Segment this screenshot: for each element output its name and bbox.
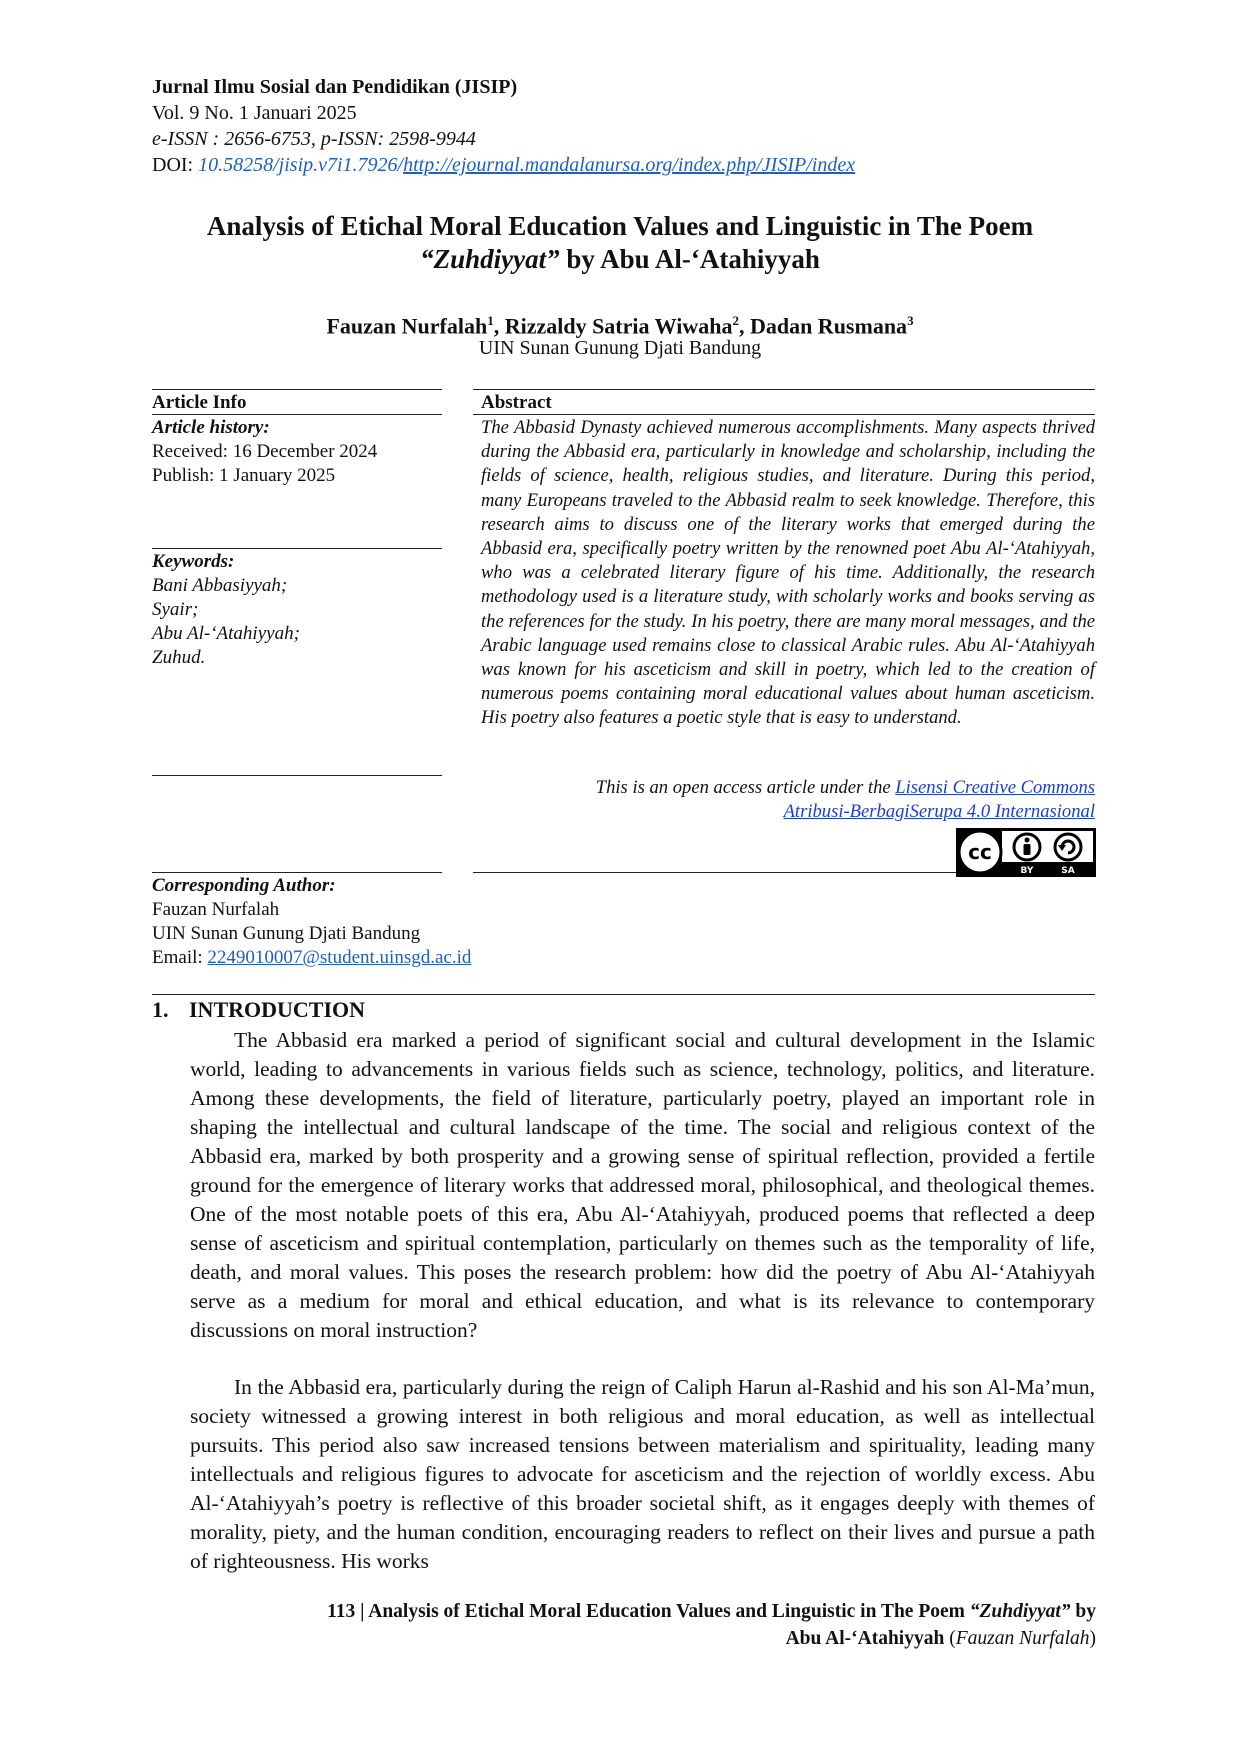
page-footer: 113 | Analysis of Etichal Moral Educatio… (152, 1598, 1096, 1652)
article-info-label: Article Info (152, 392, 247, 413)
info-heading-rule (152, 414, 442, 415)
abstract-bottom-rule (473, 872, 1095, 873)
section-divider-rule (152, 994, 1095, 995)
journal-issn: e-ISSN : 2656-6753, p-ISSN: 2598-9944 (152, 128, 476, 150)
footer-line-1: 113 | Analysis of Etichal Moral Educatio… (152, 1598, 1096, 1625)
history-keywords-rule (152, 548, 442, 549)
corresponding-heading: Corresponding Author: (152, 875, 336, 896)
by-label: BY (1021, 866, 1034, 876)
section-title: INTRODUCTION (189, 997, 366, 1022)
journal-doi: DOI: 10.58258/jisip.v7i1.7926/http://ejo… (152, 152, 1092, 178)
keywords-block: Keywords: Bani Abbasiyyah; Syair; Abu Al… (152, 550, 442, 670)
author-affiliation-mark: 2 (732, 313, 739, 328)
email-link[interactable]: 2249010007@student.uinsgd.ac.id (207, 947, 472, 968)
title-line-1: Analysis of Etichal Moral Education Valu… (206, 211, 1034, 241)
sa-label: SA (1061, 866, 1074, 876)
corresponding-affiliation: UIN Sunan Gunung Djati Bandung (152, 923, 421, 944)
journal-name: Jurnal Ilmu Sosial dan Pendidikan (JISIP… (152, 76, 518, 98)
license-link[interactable]: Atribusi-BerbagiSerupa 4.0 Internasional (783, 801, 1095, 823)
abstract-text: The Abbasid Dynasty achieved numerous ac… (481, 417, 1095, 729)
abstract-top-rule (473, 389, 1095, 390)
body-paragraph: The Abbasid era marked a period of signi… (190, 1028, 1095, 1342)
author-affiliation-mark: 3 (907, 313, 914, 328)
journal-header: Jurnal Ilmu Sosial dan Pendidikan (JISIP… (152, 74, 1092, 178)
author-name: Fauzan Nurfalah (326, 313, 488, 339)
section-number: 1. (152, 997, 169, 1022)
cc-icon (957, 829, 1003, 875)
corr-top-rule (152, 872, 442, 873)
license-notice: This is an open access article under the… (481, 776, 1095, 825)
corresponding-email-line: Email: 2249010007@student.uinsgd.ac.id (152, 946, 652, 970)
footer-poem-name: “Zuhdiyyat” (969, 1601, 1071, 1622)
article-history-heading: Article history: (152, 417, 270, 438)
page-number: 113 (327, 1601, 356, 1622)
corresponding-author: Corresponding Author: Fauzan Nurfalah UI… (152, 874, 652, 970)
license-prefix: This is an open access article under the (595, 777, 896, 798)
keywords-bottom-rule (152, 775, 442, 776)
publish-date: Publish: 1 January 2025 (152, 465, 336, 486)
author-separator: , (738, 313, 750, 339)
keyword-item: Bani Abbasiyyah; (152, 575, 288, 596)
author-name: Rizzaldy Satria Wiwaha (504, 313, 733, 339)
keyword-item: Syair; (152, 599, 199, 620)
journal-volume: Vol. 9 No. 1 Januari 2025 (152, 102, 357, 124)
footer-paren-close: ) (1089, 1628, 1097, 1649)
paper-title: Analysis of Etichal Moral Education Valu… (152, 210, 1088, 276)
author-list: Fauzan Nurfalah1, Rizzaldy Satria Wiwaha… (152, 308, 1088, 339)
author-separator: , (493, 313, 505, 339)
footer-author: Fauzan Nurfalah (955, 1628, 1090, 1649)
footer-paren-open: ( (944, 1628, 956, 1649)
keyword-item: Abu Al-‘Atahiyyah; (152, 623, 300, 644)
footer-line-2: Abu Al-‘Atahiyyah (Fauzan Nurfalah) (152, 1625, 1096, 1652)
abstract-heading: Abstract (481, 392, 552, 413)
received-date: Received: 16 December 2024 (152, 441, 378, 462)
corresponding-name: Fauzan Nurfalah (152, 899, 280, 920)
body-paragraph: In the Abbasid era, particularly during … (190, 1375, 1095, 1573)
footer-title-end: by (1070, 1601, 1096, 1622)
section-heading-introduction: 1. INTRODUCTION (152, 997, 365, 1023)
info-top-rule (152, 389, 442, 390)
email-label: Email: (152, 947, 208, 968)
title-line-2: “Zuhdiyyat” by Abu Al-‘Atahiyyah (152, 243, 1088, 276)
cc-text: cc (968, 840, 992, 864)
footer-poet: Abu Al-‘Atahiyyah (785, 1628, 945, 1649)
keywords-heading: Keywords: (152, 551, 235, 572)
author-name: Dadan Rusmana (749, 313, 908, 339)
footer-title: Analysis of Etichal Moral Education Valu… (368, 1601, 970, 1622)
title-line-2-rest: by Abu Al-‘Atahiyyah (559, 244, 820, 274)
author-affiliation-mark: 1 (487, 313, 494, 328)
abstract-heading-rule (473, 414, 1095, 415)
author-affiliation: UIN Sunan Gunung Djati Bandung (478, 337, 762, 359)
journal-url-link[interactable]: http://ejournal.mandalanursa.org/index.p… (403, 154, 856, 176)
license-link[interactable]: Lisensi Creative Commons (895, 777, 1095, 798)
doi-value[interactable]: 10.58258/jisip.v7i1.7926/ (198, 154, 404, 176)
article-history: Article history: Received: 16 December 2… (152, 416, 442, 488)
title-poem-name: “Zuhdiyyat” (420, 244, 560, 274)
doi-label: DOI: (152, 154, 194, 176)
keyword-item: Zuhud. (152, 647, 206, 668)
cc-by-sa-badge-icon[interactable]: cc BY SA (956, 828, 1096, 877)
sa-icon (1053, 832, 1083, 862)
footer-separator: | (355, 1601, 369, 1622)
article-info-heading: Article Info (152, 391, 442, 415)
